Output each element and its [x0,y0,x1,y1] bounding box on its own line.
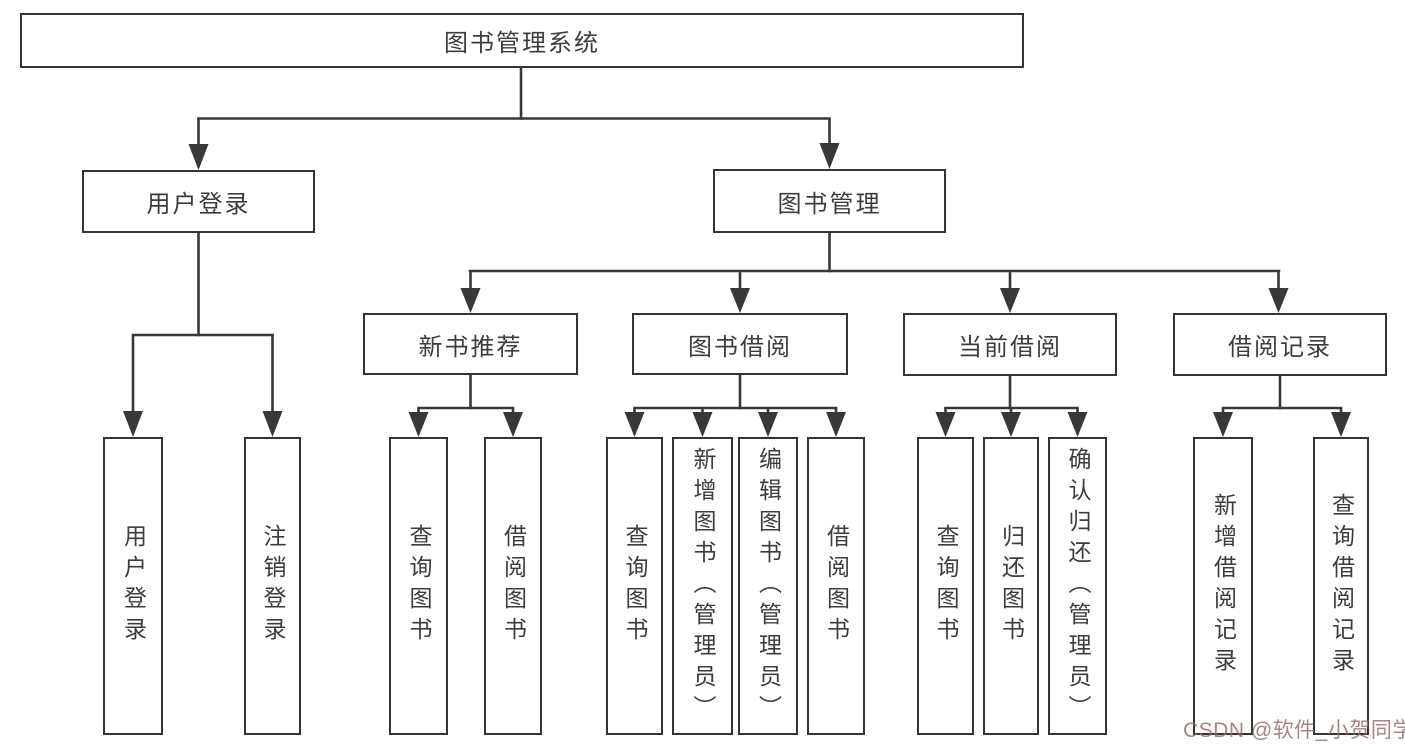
leaf-borrow-books-2: 借阅图书 [807,437,865,735]
arrow-down-icon [624,412,645,437]
arrow-down-icon [460,288,481,313]
node-new-books: 新书推荐 [363,313,578,375]
node-book-borrow: 图书借阅 [632,313,848,375]
arrow-down-icon [692,412,713,437]
leaf-query-borrow-record: 查询借阅记录 [1313,437,1369,735]
arrow-down-icon [1331,412,1351,437]
leaf-logout: 注销登录 [244,437,301,735]
arrow-down-icon [826,412,846,437]
leaf-edit-books-admin: 编辑图书（管理员） [738,437,798,735]
arrow-down-icon [123,411,143,437]
arrow-down-icon [188,144,209,170]
arrow-down-icon [1001,412,1021,437]
arrow-down-icon [408,412,429,437]
leaf-query-books-1: 查询图书 [389,437,448,735]
arrow-down-icon [935,412,956,437]
node-current-borrow: 当前借阅 [903,313,1117,376]
leaf-query-books-2: 查询图书 [606,437,663,735]
watermark: CSDN @软件_小贺同学 [1183,719,1405,742]
leaf-user-login: 用户登录 [103,437,163,735]
arrow-down-icon [1268,288,1289,313]
leaf-add-books-admin: 新增图书（管理员） [672,437,733,735]
node-user-login: 用户登录 [82,170,315,233]
leaf-query-books-3: 查询图书 [917,437,974,735]
arrow-down-icon [262,411,283,437]
arrow-down-icon [758,412,778,437]
arrow-down-icon [503,412,523,437]
node-borrow-records: 借阅记录 [1173,313,1387,376]
leaf-borrow-books-1: 借阅图书 [484,437,542,735]
node-book-mgmt: 图书管理 [713,169,946,233]
leaf-confirm-return-admin: 确认归还（管理员） [1048,437,1107,735]
arrow-down-icon [1067,412,1088,437]
leaf-return-books: 归还图书 [983,437,1039,735]
arrow-down-icon [1213,412,1233,437]
leaf-add-borrow-record: 新增借阅记录 [1193,437,1253,735]
node-root: 图书管理系统 [20,13,1024,68]
arrow-down-icon [1000,288,1020,313]
arrow-down-icon [730,288,750,313]
arrow-down-icon [819,143,840,169]
